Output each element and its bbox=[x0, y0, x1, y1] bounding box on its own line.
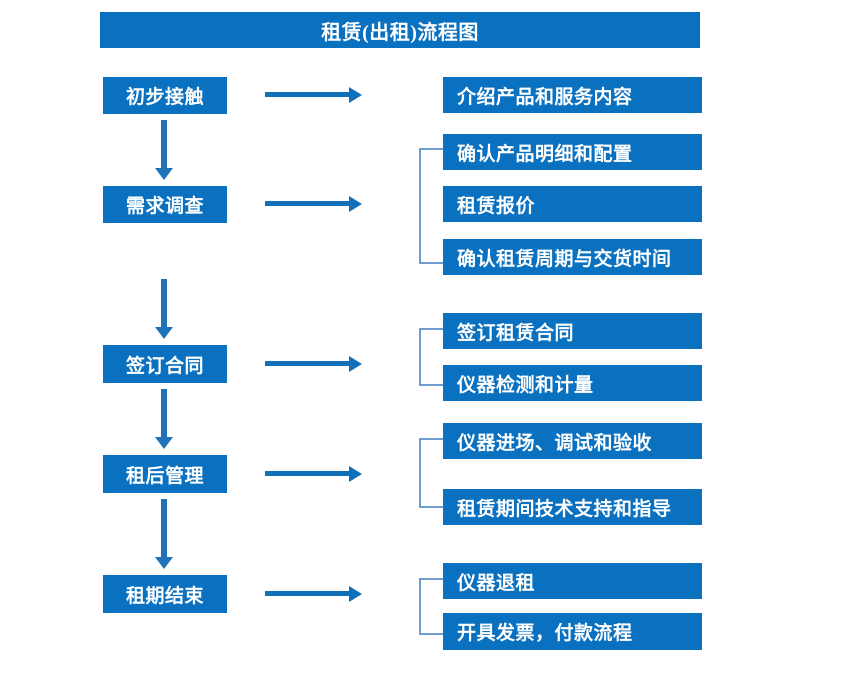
arrow-shaft bbox=[265, 92, 349, 97]
arrow-head bbox=[349, 586, 362, 602]
vertical-arrow-1 bbox=[155, 120, 173, 180]
detail-box-9[interactable]: 仪器退租 bbox=[443, 563, 702, 599]
arrow-head bbox=[349, 196, 362, 212]
arrow-shaft bbox=[265, 471, 349, 476]
arrow-head bbox=[155, 327, 173, 339]
group-bracket-3 bbox=[419, 438, 443, 508]
arrow-shaft bbox=[161, 120, 167, 168]
arrow-head bbox=[155, 168, 173, 180]
arrow-shaft bbox=[265, 361, 349, 366]
arrow-shaft bbox=[161, 499, 167, 557]
horizontal-arrow-2 bbox=[265, 195, 362, 213]
stage-box-2[interactable]: 需求调查 bbox=[103, 186, 227, 223]
detail-box-6[interactable]: 仪器检测和计量 bbox=[443, 365, 702, 401]
horizontal-arrow-1 bbox=[265, 86, 362, 104]
arrow-shaft bbox=[161, 389, 167, 437]
group-bracket-4 bbox=[419, 578, 443, 635]
vertical-arrow-2 bbox=[155, 279, 173, 339]
vertical-arrow-3 bbox=[155, 389, 173, 449]
group-bracket-2 bbox=[419, 328, 443, 386]
arrow-head bbox=[155, 437, 173, 449]
detail-box-2[interactable]: 确认产品明细和配置 bbox=[443, 134, 702, 170]
stage-box-5[interactable]: 租期结束 bbox=[103, 575, 227, 613]
detail-box-10[interactable]: 开具发票，付款流程 bbox=[443, 613, 702, 650]
detail-box-4[interactable]: 确认租赁周期与交货时间 bbox=[443, 239, 702, 275]
stage-box-1[interactable]: 初步接触 bbox=[103, 77, 227, 114]
horizontal-arrow-3 bbox=[265, 355, 362, 373]
arrow-shaft bbox=[265, 591, 349, 596]
arrow-head bbox=[349, 466, 362, 482]
stage-box-3[interactable]: 签订合同 bbox=[103, 345, 227, 383]
stage-box-4[interactable]: 租后管理 bbox=[103, 455, 227, 493]
detail-box-5[interactable]: 签订租赁合同 bbox=[443, 313, 702, 349]
detail-box-8[interactable]: 租赁期间技术支持和指导 bbox=[443, 489, 702, 525]
arrow-head bbox=[349, 87, 362, 103]
arrow-shaft bbox=[161, 279, 167, 327]
arrow-shaft bbox=[265, 201, 349, 206]
diagram-title: 租赁(出租)流程图 bbox=[100, 12, 700, 48]
detail-box-1[interactable]: 介绍产品和服务内容 bbox=[443, 77, 702, 113]
horizontal-arrow-4 bbox=[265, 465, 362, 483]
detail-box-3[interactable]: 租赁报价 bbox=[443, 186, 702, 222]
horizontal-arrow-5 bbox=[265, 585, 362, 603]
group-bracket-1 bbox=[419, 148, 443, 264]
detail-box-7[interactable]: 仪器进场、调试和验收 bbox=[443, 423, 702, 459]
arrow-head bbox=[349, 356, 362, 372]
arrow-head bbox=[155, 557, 173, 569]
vertical-arrow-4 bbox=[155, 499, 173, 569]
